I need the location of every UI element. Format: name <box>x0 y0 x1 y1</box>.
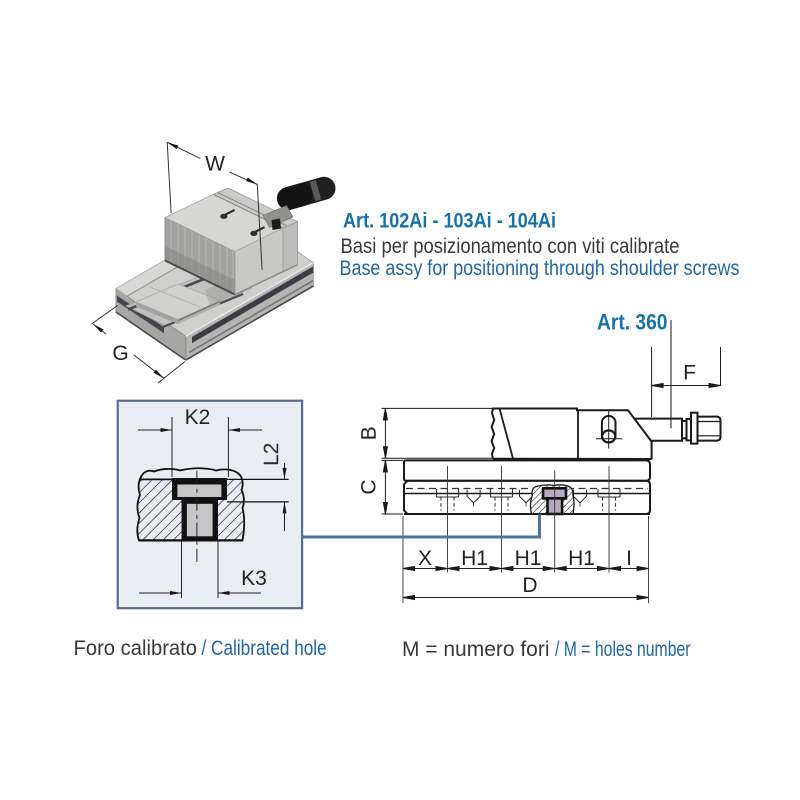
svg-text:/ M = holes number: / M = holes number <box>555 638 691 661</box>
svg-text:Art. 102Ai - 103Ai - 104Ai: Art. 102Ai - 103Ai - 104Ai <box>343 209 556 233</box>
svg-text:H1: H1 <box>461 547 488 570</box>
svg-text:M = numero fori: M = numero fori <box>402 638 550 661</box>
svg-text:G: G <box>112 342 128 365</box>
svg-text:Foro calibrato: Foro calibrato <box>74 637 198 660</box>
svg-text:X: X <box>418 547 432 570</box>
svg-text:Art. 360: Art. 360 <box>597 310 668 335</box>
svg-text:F: F <box>683 362 696 385</box>
svg-text:H1: H1 <box>568 547 595 570</box>
svg-text:/ Calibrated hole: / Calibrated hole <box>202 637 327 660</box>
svg-text:Basi per posizionamento con vi: Basi per posizionamento con viti calibra… <box>341 235 680 258</box>
svg-text:W: W <box>205 153 225 176</box>
svg-text:L2: L2 <box>260 443 283 466</box>
svg-text:D: D <box>522 574 537 597</box>
svg-text:K2: K2 <box>185 406 211 429</box>
svg-text:H1: H1 <box>515 547 542 570</box>
svg-text:B: B <box>358 426 381 440</box>
svg-text:C: C <box>358 479 381 494</box>
svg-text:K3: K3 <box>241 567 267 590</box>
svg-text:Base assy for positioning thro: Base assy for positioning through should… <box>340 257 740 280</box>
svg-text:I: I <box>626 547 632 570</box>
